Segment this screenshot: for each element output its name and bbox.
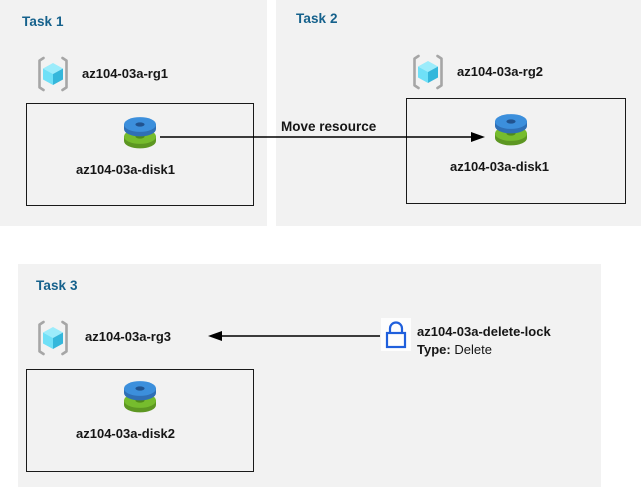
resource-label-disk1-task2: az104-03a-disk1: [450, 159, 550, 174]
lock-name-label: az104-03a-delete-lock: [417, 324, 551, 339]
lock-icon: [381, 318, 411, 351]
connector-move-resource: [160, 132, 485, 142]
panel-title-task-3: Task 3: [36, 278, 78, 293]
managed-disk-icon: [118, 377, 162, 419]
connector-label-move-resource: Move resource: [281, 119, 377, 134]
resource-group-label-rg1: az104-03a-rg1: [82, 66, 168, 81]
panel-title-task-1: Task 1: [22, 14, 64, 29]
lock-type-key: Type:: [417, 342, 451, 357]
managed-disk-icon: [118, 113, 162, 155]
managed-disk-icon: [489, 110, 533, 152]
lock-type-value: Delete: [454, 342, 492, 357]
panel-title-task-2: Task 2: [296, 11, 338, 26]
resource-group-icon: [34, 319, 72, 357]
resource-group-icon: [34, 55, 72, 93]
connector-lock-to-rg3: [208, 331, 380, 341]
resource-group-label-rg2: az104-03a-rg2: [457, 64, 543, 79]
resource-label-disk2-task3: az104-03a-disk2: [76, 426, 176, 441]
resource-label-disk1-task1: az104-03a-disk1: [76, 162, 176, 177]
resource-group-label-rg3: az104-03a-rg3: [85, 329, 171, 344]
lock-type-row: Type: Delete: [417, 342, 492, 357]
resource-group-icon: [409, 53, 447, 91]
